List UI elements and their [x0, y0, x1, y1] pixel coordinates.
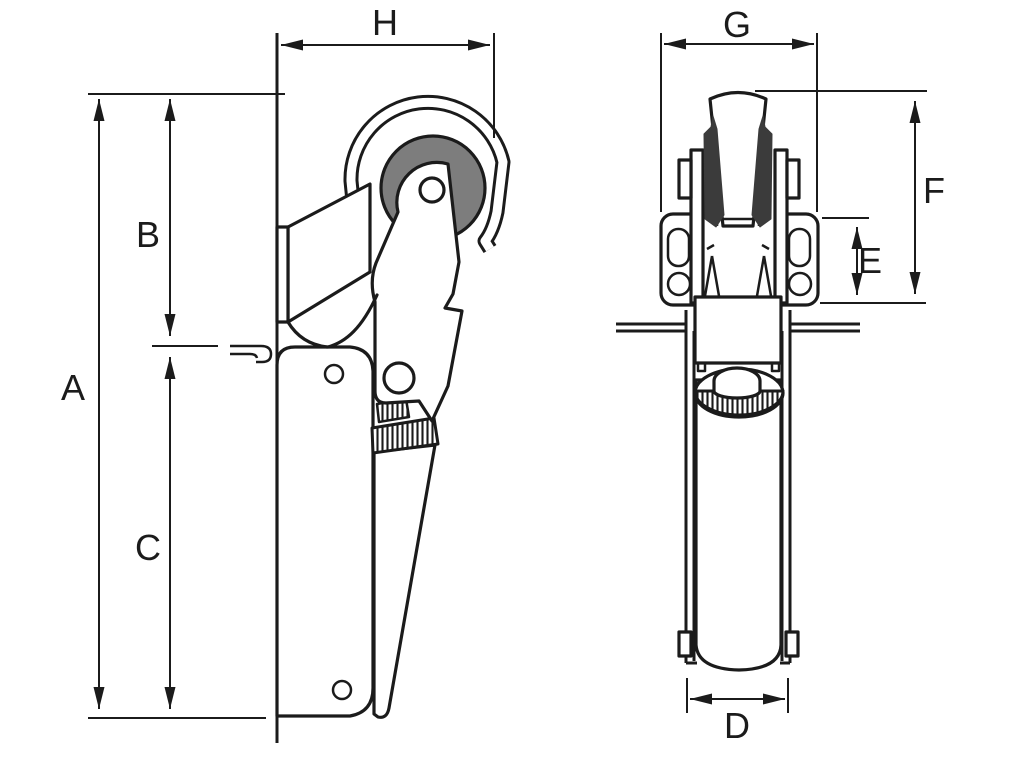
spring-finger-right [755, 255, 773, 297]
knob-dome-cap [712, 366, 762, 400]
side-view: A B C H [61, 2, 511, 743]
fork-tab-left [677, 158, 693, 200]
slide-channel-arm [286, 182, 372, 324]
dimension-label-h: H [372, 2, 398, 43]
bracket-hole-right [787, 271, 813, 297]
plate-screw-hole-top [323, 363, 345, 385]
dimension-label-e: E [858, 240, 882, 281]
dimension-label-c: C [135, 527, 161, 568]
fork-tab-right [785, 158, 801, 200]
bracket-slot-left [666, 227, 691, 268]
mounting-plate-side [275, 345, 375, 718]
knob-notch-left [696, 361, 707, 373]
dimension-label-d: D [724, 705, 750, 746]
plate-screw-hole-bottom [331, 679, 353, 701]
strike-lip-inner [230, 352, 259, 359]
housing-block [693, 295, 783, 365]
front-view: G F E D [616, 4, 945, 746]
dimension-label-b: B [136, 214, 160, 255]
spring-finger-ticks [706, 243, 770, 251]
channel-neck-outline [286, 320, 329, 349]
channel-rails [684, 310, 792, 663]
pivot-hole [382, 361, 416, 395]
frame-line-right [789, 322, 860, 333]
knob-notch-right [770, 361, 781, 373]
spring-finger-left [703, 255, 721, 297]
roller-axle-hole [418, 176, 446, 204]
roller-flange-right [751, 115, 773, 228]
frame-line-left [616, 322, 687, 333]
dimension-label-a: A [61, 367, 85, 408]
cam-neck-outline [326, 293, 379, 349]
roller-guide-hook [346, 97, 508, 252]
strike-lip-outer [230, 344, 273, 364]
knurled-adjuster-band [370, 416, 440, 455]
spring-tube-side [372, 443, 437, 719]
roller-flange-left [703, 115, 725, 228]
spring-cylinder [694, 378, 783, 672]
fork-arm-left [689, 148, 705, 305]
cylinder-tab-right [784, 630, 800, 658]
dimension-label-f: F [923, 170, 945, 211]
dimension-label-g: G [723, 4, 751, 45]
adjustment-knob-knurl [693, 389, 785, 417]
slide-channel-end-cap [275, 225, 290, 324]
fork-arm-right [773, 148, 789, 305]
bracket-slot-right [787, 227, 812, 268]
cylinder-tab-left [677, 630, 693, 658]
lever-arm-cam [370, 160, 464, 423]
